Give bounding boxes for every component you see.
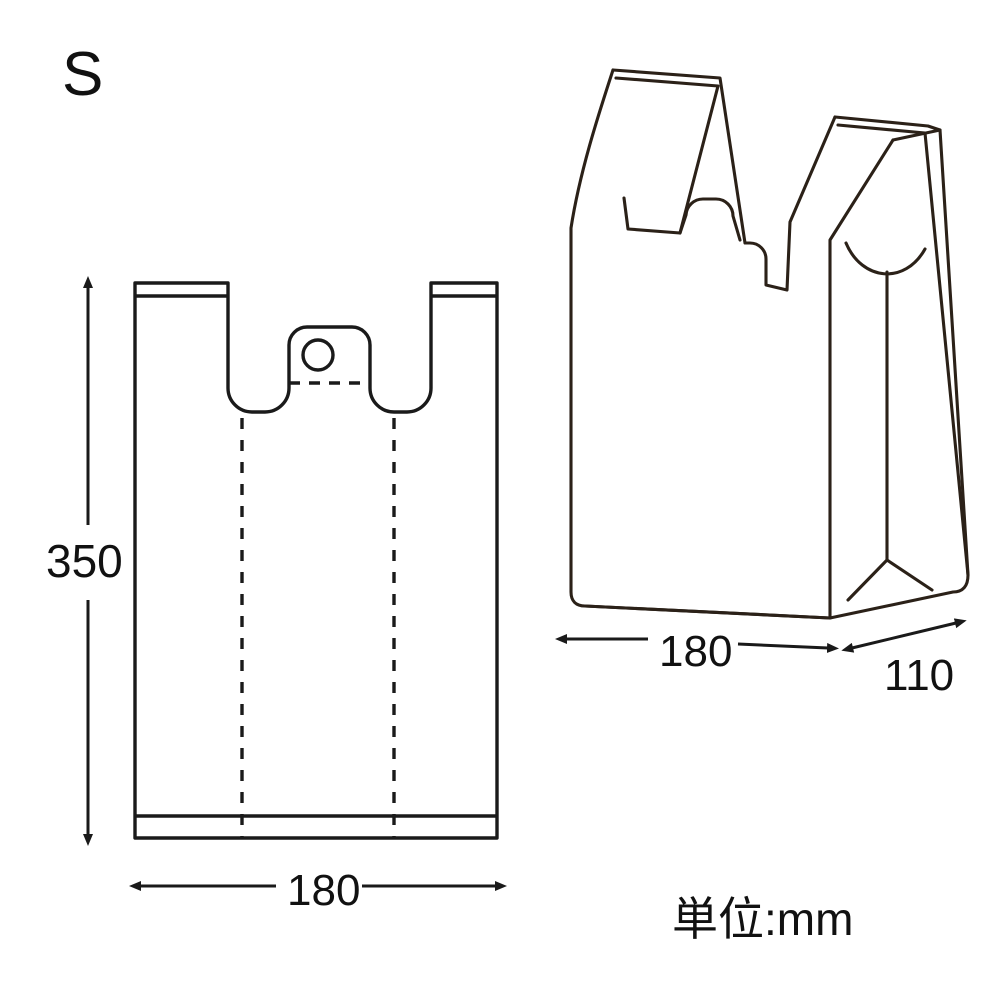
left-handle-inner bbox=[614, 76, 720, 235]
perspective-bag-outline bbox=[569, 68, 895, 620]
size-label: S bbox=[62, 40, 104, 109]
unit-note: 単位:mm bbox=[672, 893, 854, 945]
perspective-width-dimension-label: 180 bbox=[659, 627, 733, 676]
flat-bag-dimension-lines bbox=[83, 276, 507, 891]
depth3d-dim-line bbox=[841, 618, 967, 653]
perspective-depth-dimension-label: 110 bbox=[884, 651, 955, 700]
bottom-front-edge bbox=[583, 604, 832, 620]
handle-hole bbox=[301, 338, 335, 372]
handle-center-notch bbox=[678, 197, 742, 242]
right-handle-inner bbox=[836, 123, 970, 577]
flat-bag-outline bbox=[133, 281, 499, 840]
side-gusset-curve bbox=[844, 241, 927, 276]
flat-width-dimension-label: 180 bbox=[287, 866, 361, 915]
bottom-gusset-fold bbox=[846, 558, 934, 602]
right-handle-loop bbox=[833, 115, 942, 142]
width3d-dim-line-right bbox=[737, 642, 839, 653]
height-dimension-label: 350 bbox=[46, 535, 123, 587]
perspective-dimension-lines bbox=[555, 618, 967, 653]
bag-perspective-view bbox=[569, 68, 970, 620]
left-handle-loop bbox=[611, 68, 837, 292]
flat-bag-front-view bbox=[133, 281, 499, 840]
right-side-edge bbox=[828, 128, 970, 620]
